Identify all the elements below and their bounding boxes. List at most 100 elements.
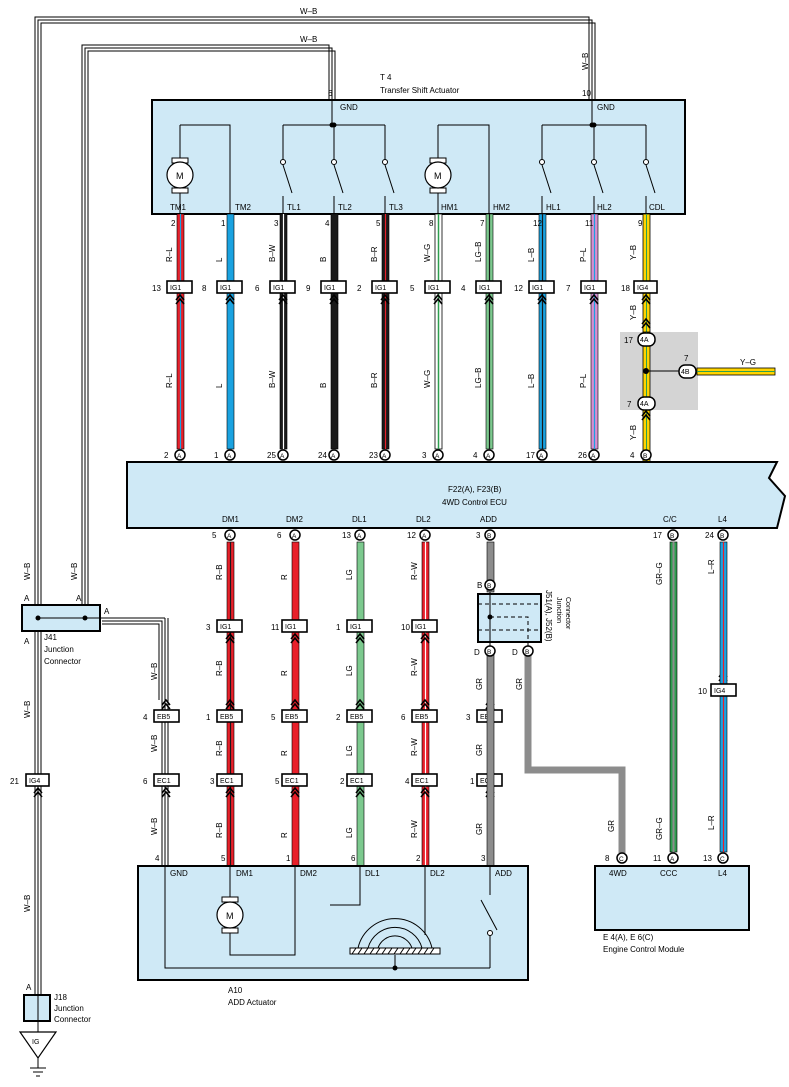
ig1-upper-pin-8: 7 (566, 284, 571, 293)
ecu-pin-upper-5 (432, 449, 444, 461)
act-pin-lower-1: 1 (286, 854, 291, 863)
ig1-lower-pin-1: 11 (271, 623, 280, 632)
eb5-gnd-pin: 4 (143, 713, 148, 722)
ecm-pin-ccc-num: 11 (653, 854, 662, 863)
t4-pin-6: 7 (480, 219, 485, 228)
wb-label-j41-left: W–B (23, 563, 32, 580)
t4-pin-3: 4 (325, 219, 330, 228)
ig1-upper-0 (166, 280, 193, 294)
ec1-lower-pin-0: 3 (210, 777, 215, 786)
t4-gnd-left: GND (340, 103, 358, 112)
arrow-lower-eb5-3 (420, 698, 430, 710)
t4-internals (179, 100, 656, 214)
ecu-pin-upper-8-letter: A (591, 453, 596, 460)
cdl-ecu-pin-num: 4 (630, 451, 635, 460)
j51-internals (478, 592, 541, 650)
eb5-gnd-connector (153, 709, 180, 723)
ecu-pin-upper-3-letter: A (331, 453, 336, 460)
conn-4a-top-pin: 17 (624, 336, 633, 345)
ecu-pin-num-upper-2: 25 (267, 451, 276, 460)
lower-color-3-2: LG (345, 745, 354, 756)
wire-label-wb-top1: W–B (300, 7, 317, 16)
ecu-term-dl1: DL1 (352, 515, 367, 524)
arrow-upper-6 (484, 293, 494, 305)
ig1-lower-0-label: IG1 (220, 624, 231, 631)
t4-term-tl3: TL3 (389, 203, 403, 212)
lower-color-2-1: R (280, 670, 289, 676)
a10-term-dm1: DM1 (236, 869, 253, 878)
ig1-upper-0-label: IG1 (170, 285, 181, 292)
ground-label: IG (32, 1039, 39, 1046)
ig1-lower-3 (411, 619, 438, 633)
ig1-upper-4 (371, 280, 398, 294)
j51-name-2: Connector (564, 597, 571, 630)
ecu-pin-lower-2-letter: A (357, 533, 362, 540)
wire-color-mid-1: L (215, 383, 224, 388)
ig1-upper-8-label: IG1 (584, 285, 595, 292)
wb-label-left-mid: W–B (23, 701, 32, 718)
ecm-pin-l4-num: 13 (703, 854, 712, 863)
a10-switch-contact (487, 930, 493, 936)
add-color-3: GR (475, 823, 484, 835)
eb5-add-pin: 3 (466, 713, 471, 722)
ecu-pin-num-upper-1: 1 (214, 451, 219, 460)
arrow-lower-eb5-0 (225, 698, 235, 710)
j51-box (477, 593, 542, 643)
lower-color-1-3: R–W (410, 562, 419, 580)
ground-symbol-lines (30, 1058, 46, 1077)
eb5-lower-0-label: EB5 (220, 714, 233, 721)
ec1-lower-0 (216, 773, 243, 787)
ecm-pin-4wd: C (616, 852, 628, 864)
ecu-conn-l4: B (720, 533, 724, 540)
ecu-id: F22(A), F23(B) (448, 485, 502, 494)
ig1-upper-6 (475, 280, 502, 294)
lower-wire-c-dl1 (356, 721, 365, 775)
t4-term-hl1: HL1 (546, 203, 561, 212)
ecu-term-dm2: DM2 (286, 515, 303, 524)
cc-wire (669, 541, 678, 853)
conn-4b-pin: 7 (684, 354, 689, 363)
j18-id: J18 (54, 993, 67, 1002)
j41-dot-left (35, 615, 41, 621)
ec1-add-pin: 1 (470, 777, 475, 786)
arrow-lower-ig1-3 (420, 632, 430, 644)
t4-pin-1: 1 (221, 219, 226, 228)
arrow-lower-eb5-1 (290, 698, 300, 710)
j51-dot (487, 614, 493, 620)
ecm-term-ccc: CCC (660, 869, 678, 878)
ig1-upper-pin-4: 2 (357, 284, 362, 293)
ecu-pin-cc: B (667, 529, 679, 541)
lower-color-2-3: R–W (410, 658, 419, 676)
ig1-lower-1-label: IG1 (285, 624, 296, 631)
ecu-box (126, 461, 787, 529)
t4-gnd-pin-left: 6 (328, 89, 333, 98)
a10-internals (164, 866, 498, 969)
ec1-lower-pin-1: 5 (275, 777, 280, 786)
j51-a-left: B (484, 645, 496, 657)
wire-color-top-5: W–G (423, 244, 432, 262)
ecu-pin-lower-1-letter: A (292, 533, 297, 540)
wire-color-mid-3: B (319, 383, 328, 388)
ig1-lower-pin-0: 3 (206, 623, 211, 632)
lower-wire-c-dm2 (291, 721, 300, 775)
ig1-upper-pin-1: 8 (202, 284, 207, 293)
act-pin-lower-0: 5 (221, 854, 226, 863)
j41-name-2: Connector (44, 657, 81, 666)
lower-color-3-0: R–B (215, 740, 224, 756)
arrow-upper-5 (433, 293, 443, 305)
wire-color-top-0: R–L (165, 247, 174, 262)
t4-pin-0: 2 (171, 219, 176, 228)
j18-box (23, 994, 51, 1022)
lower-color-4-1: R (280, 832, 289, 838)
wire-color-mid-5: W–G (423, 370, 432, 388)
ig4-l4-label: IG4 (714, 688, 725, 695)
eb5-lower-pin-3: 6 (401, 713, 406, 722)
a10-term-dl2: DL2 (430, 869, 445, 878)
conn-4a-bot: 4A (637, 396, 656, 411)
t4-pin-4: 5 (376, 219, 381, 228)
ecu-pin-lower-0-letter: A (227, 533, 232, 540)
ig1-lower-3-label: IG1 (415, 624, 426, 631)
arrow-lower-ig1-0 (225, 632, 235, 644)
ec1-lower-3 (411, 773, 438, 787)
upper-wire-a-tl2 (330, 213, 339, 282)
